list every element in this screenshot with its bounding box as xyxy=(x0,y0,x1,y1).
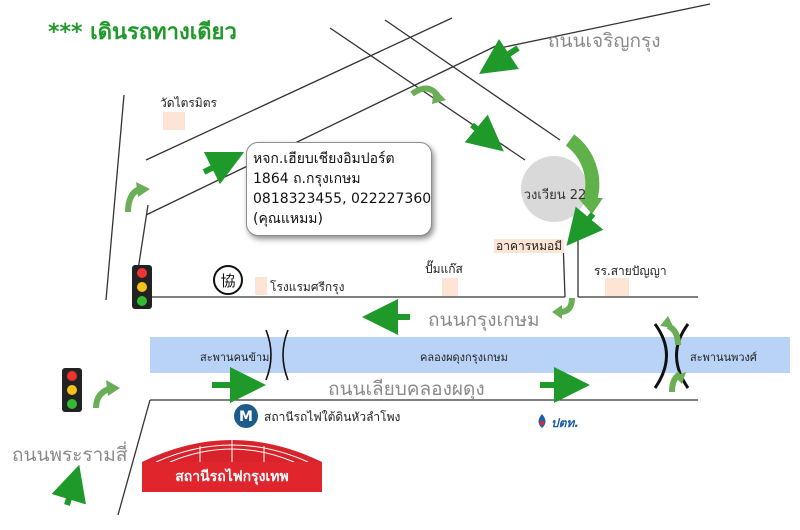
bridge-right xyxy=(653,323,690,389)
svg-text:協: 協 xyxy=(220,272,235,290)
callout-address: 1864 ถ.กรุงเกษม xyxy=(253,171,361,187)
arrow-diag-down xyxy=(464,114,504,152)
roundabout xyxy=(521,156,587,222)
road-label-liap-khlong: ถนนเลียบคลองผดุง xyxy=(328,378,485,400)
box-hotel xyxy=(255,277,267,295)
callout-company: หจก.เฮียบเชียงอิมปอร์ต xyxy=(253,151,395,167)
callout-contact: (คุณแหมม) xyxy=(253,211,323,227)
box-wat xyxy=(163,112,185,130)
callout-phones: 0818323455, 022227360 xyxy=(253,191,432,207)
address-callout: หจก.เฮียบเชียงอิมปอร์ต 1864 ถ.กรุงเกษม 0… xyxy=(246,142,432,236)
arrow-round-down xyxy=(566,206,604,246)
landmark-wat-traimit: วัดไตรมิตร xyxy=(160,96,217,110)
direction-arrows xyxy=(51,39,604,506)
roundabout-arrow xyxy=(565,134,600,203)
traffic-light-left xyxy=(62,368,82,412)
mrt-label: สถานีรถไฟใต้ดินหัวลำโพง xyxy=(264,410,401,424)
station-sign: สถานีรถไฟกรุงเทพ xyxy=(142,440,322,492)
arrow-krung-up xyxy=(202,151,245,185)
road-lines xyxy=(105,3,711,516)
bridge-right-label: สะพานนพวงศ์ xyxy=(690,351,757,364)
road-label-krung-kasem: ถนนกรุงเกษม xyxy=(428,309,540,331)
box-school xyxy=(605,278,629,296)
landmark-hotel: โรงแรมศรีกรุง xyxy=(270,280,345,294)
landmark-school: รร.สายปัญญา xyxy=(594,264,667,278)
bridge-left-label: สะพานคนข้าม xyxy=(200,351,270,364)
road-label-rama-iv: ถนนพระรามสี่ xyxy=(12,444,128,466)
station-label: สถานีรถไฟกรุงเทพ xyxy=(175,469,289,485)
canal-label: คลองผดุงกรุงเกษม xyxy=(420,351,508,364)
bridge-left xyxy=(265,329,289,381)
landmark-mo-mi: อาคารหมอมี xyxy=(494,239,565,253)
roundabout-label: วงเวียน 22 xyxy=(523,188,587,203)
arrow-rama4-up xyxy=(51,464,86,506)
svg-text:M: M xyxy=(239,409,253,425)
arrow-charoen-left xyxy=(479,39,520,74)
box-gas xyxy=(442,278,458,296)
one-way-title: *** เดินรถทางเดียว xyxy=(48,20,237,45)
mrt-logo xyxy=(234,404,258,428)
station-building xyxy=(142,440,322,492)
landmark-gas-pump: ปั๊มแก๊ส xyxy=(425,262,463,276)
road-label-charoen-krung: ถนนเจริญกรุง xyxy=(548,30,661,52)
company-logo xyxy=(213,265,243,295)
traffic-light-top xyxy=(132,265,152,309)
ptt-label: ปตท. xyxy=(551,416,579,430)
